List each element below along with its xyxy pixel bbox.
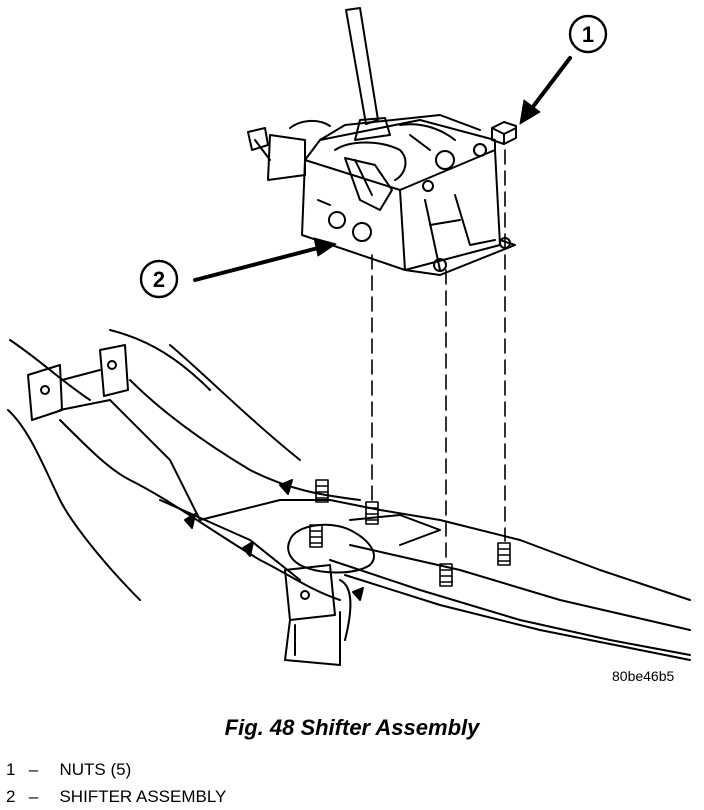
shifter-assembly-drawing [247, 7, 516, 276]
leader-arrow-1 [530, 56, 572, 110]
legend-label: NUTS (5) [59, 760, 132, 779]
legend-item: 1 – NUTS (5) [6, 756, 226, 783]
reference-code: 80be46b5 [612, 668, 675, 684]
alignment-lines [371, 149, 506, 563]
floor-tunnel [7, 329, 691, 666]
legend-number: 1 [6, 760, 16, 779]
arrowhead-1 [519, 99, 541, 125]
shifter-diagram: 1 2 [7, 7, 691, 666]
callout-label-2: 2 [153, 267, 165, 292]
legend-separator: – [28, 787, 39, 806]
legend-label: SHIFTER ASSEMBLY [59, 787, 227, 806]
legend-number: 2 [6, 787, 16, 806]
legend-separator: – [28, 760, 39, 779]
legend-item: 2 – SHIFTER ASSEMBLY [6, 783, 226, 810]
leader-arrow-2 [193, 246, 320, 282]
mounting-studs [309, 479, 511, 587]
callout-circle-2 [139, 259, 179, 299]
callout-circle-1 [568, 14, 608, 54]
legend: 1 – NUTS (5) 2 – SHIFTER ASSEMBLY [6, 756, 226, 810]
arrowhead-2 [313, 237, 337, 257]
figure-caption: Fig. 48 Shifter Assembly [224, 715, 480, 740]
callout-label-1: 1 [582, 22, 594, 47]
nut-drawing [491, 121, 517, 145]
